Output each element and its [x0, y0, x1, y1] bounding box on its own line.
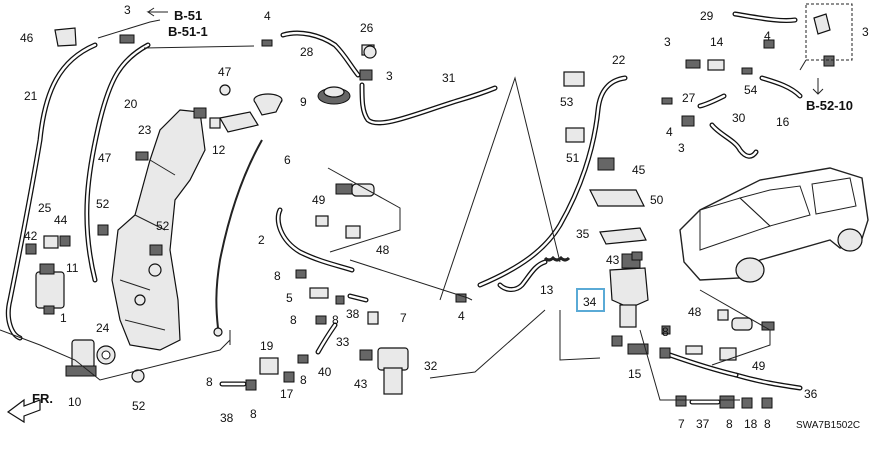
callout-4c[interactable]: 4	[764, 29, 771, 43]
grommet-24	[96, 345, 116, 365]
callout-8g[interactable]: 8	[662, 325, 669, 339]
callout-13[interactable]: 13	[540, 283, 554, 297]
callout-25[interactable]: 25	[38, 201, 52, 215]
callout-8f[interactable]: 8	[300, 373, 307, 387]
callout-52[interactable]: 52	[96, 197, 110, 211]
callout-1[interactable]: 1	[60, 311, 67, 325]
callout-8e[interactable]: 8	[250, 407, 257, 421]
highlight-box-34	[576, 288, 605, 312]
callout-14[interactable]: 14	[710, 35, 724, 49]
callout-49b[interactable]: 49	[752, 359, 766, 373]
washer-pump-11	[35, 263, 65, 315]
vehicle-illustration	[679, 167, 869, 283]
callout-11[interactable]: 11	[66, 261, 79, 275]
callout-43[interactable]: 43	[354, 377, 368, 391]
callout-43b[interactable]: 43	[606, 253, 620, 267]
callout-18[interactable]: 18	[744, 417, 758, 431]
callout-45[interactable]: 45	[632, 163, 646, 177]
callout-8i[interactable]: 8	[764, 417, 771, 431]
callout-24[interactable]: 24	[96, 321, 110, 335]
callout-29[interactable]: 29	[700, 9, 714, 23]
callout-3c[interactable]: 3	[664, 35, 671, 49]
callout-52c[interactable]: 52	[132, 399, 146, 413]
coil-13	[543, 255, 571, 262]
callout-51[interactable]: 51	[566, 151, 580, 165]
flat-parts	[563, 71, 647, 245]
callout-44[interactable]: 44	[54, 213, 68, 227]
callout-3d[interactable]: 3	[678, 141, 685, 155]
callout-3[interactable]: 3	[124, 3, 131, 17]
callout-16[interactable]: 16	[776, 115, 790, 129]
washer-tank	[111, 109, 206, 351]
ref-b51[interactable]: B-51	[174, 8, 202, 23]
headlight-washer-pump-32	[377, 347, 409, 395]
callout-54[interactable]: 54	[744, 83, 758, 97]
hoses	[5, 11, 803, 405]
callout-5[interactable]: 5	[286, 291, 293, 305]
callout-40[interactable]: 40	[318, 365, 332, 379]
callout-26[interactable]: 26	[360, 21, 374, 35]
filler-neck	[219, 93, 283, 133]
callout-10[interactable]: 10	[68, 395, 82, 409]
callout-52b[interactable]: 52	[156, 219, 170, 233]
connectors	[25, 13, 835, 409]
callout-47b[interactable]: 47	[98, 151, 112, 165]
pump-10	[65, 339, 97, 377]
callout-9[interactable]: 9	[300, 95, 307, 109]
callout-53[interactable]: 53	[560, 95, 574, 109]
callout-33[interactable]: 33	[336, 335, 350, 349]
callout-3e[interactable]: 3	[862, 25, 869, 39]
pump-34	[609, 253, 649, 328]
callout-7b[interactable]: 7	[678, 417, 685, 431]
ref-b51-1[interactable]: B-51-1	[168, 24, 208, 39]
callout-8[interactable]: 8	[274, 269, 281, 283]
callout-35[interactable]: 35	[576, 227, 590, 241]
callout-46[interactable]: 46	[20, 31, 34, 45]
tank-cap	[317, 86, 351, 105]
callout-22[interactable]: 22	[612, 53, 626, 67]
callout-23[interactable]: 23	[138, 123, 152, 137]
callout-3b[interactable]: 3	[386, 69, 393, 83]
callout-4d[interactable]: 4	[458, 309, 465, 323]
front-arrow: FR.	[6, 391, 53, 424]
callout-15[interactable]: 15	[628, 367, 642, 381]
callout-8b[interactable]: 8	[290, 313, 297, 327]
callout-27[interactable]: 27	[682, 91, 696, 105]
callout-20[interactable]: 20	[124, 97, 138, 111]
callout-8c[interactable]: 8	[332, 313, 339, 327]
callout-32[interactable]: 32	[424, 359, 438, 373]
callout-7[interactable]: 7	[400, 311, 407, 325]
callout-47[interactable]: 47	[218, 65, 232, 79]
callout-4[interactable]: 4	[264, 9, 271, 23]
callout-17[interactable]: 17	[280, 387, 294, 401]
callout-48[interactable]: 48	[376, 243, 390, 257]
callout-8d[interactable]: 8	[206, 375, 213, 389]
callout-37[interactable]: 37	[696, 417, 710, 431]
callout-19[interactable]: 19	[260, 339, 274, 353]
callout-42[interactable]: 42	[24, 229, 38, 243]
fr-label: FR.	[32, 391, 53, 406]
ref-b52-10[interactable]: B-52-10	[806, 98, 853, 113]
callout-21[interactable]: 21	[24, 89, 38, 103]
callout-28[interactable]: 28	[300, 45, 314, 59]
callout-2[interactable]: 2	[258, 233, 265, 247]
callout-50[interactable]: 50	[650, 193, 664, 207]
callout-30[interactable]: 30	[732, 111, 746, 125]
callout-36[interactable]: 36	[804, 387, 818, 401]
callout-38b[interactable]: 38	[220, 411, 234, 425]
callout-31[interactable]: 31	[442, 71, 456, 85]
callouts: 1 2 3 3 3 3 3 4 4 4 4 5 6 7 7 8 8 8 8 8 …	[20, 3, 869, 431]
diagram-code: SWA7B1502C	[796, 420, 860, 431]
callout-49[interactable]: 49	[312, 193, 326, 207]
callout-34[interactable]: 34	[583, 295, 597, 309]
callout-12[interactable]: 12	[212, 143, 226, 157]
callout-38[interactable]: 38	[346, 307, 360, 321]
callout-48b[interactable]: 48	[688, 305, 702, 319]
callout-6[interactable]: 6	[284, 153, 291, 167]
callout-4b[interactable]: 4	[666, 125, 673, 139]
leader-lines	[0, 3, 853, 401]
callout-8h[interactable]: 8	[726, 417, 733, 431]
